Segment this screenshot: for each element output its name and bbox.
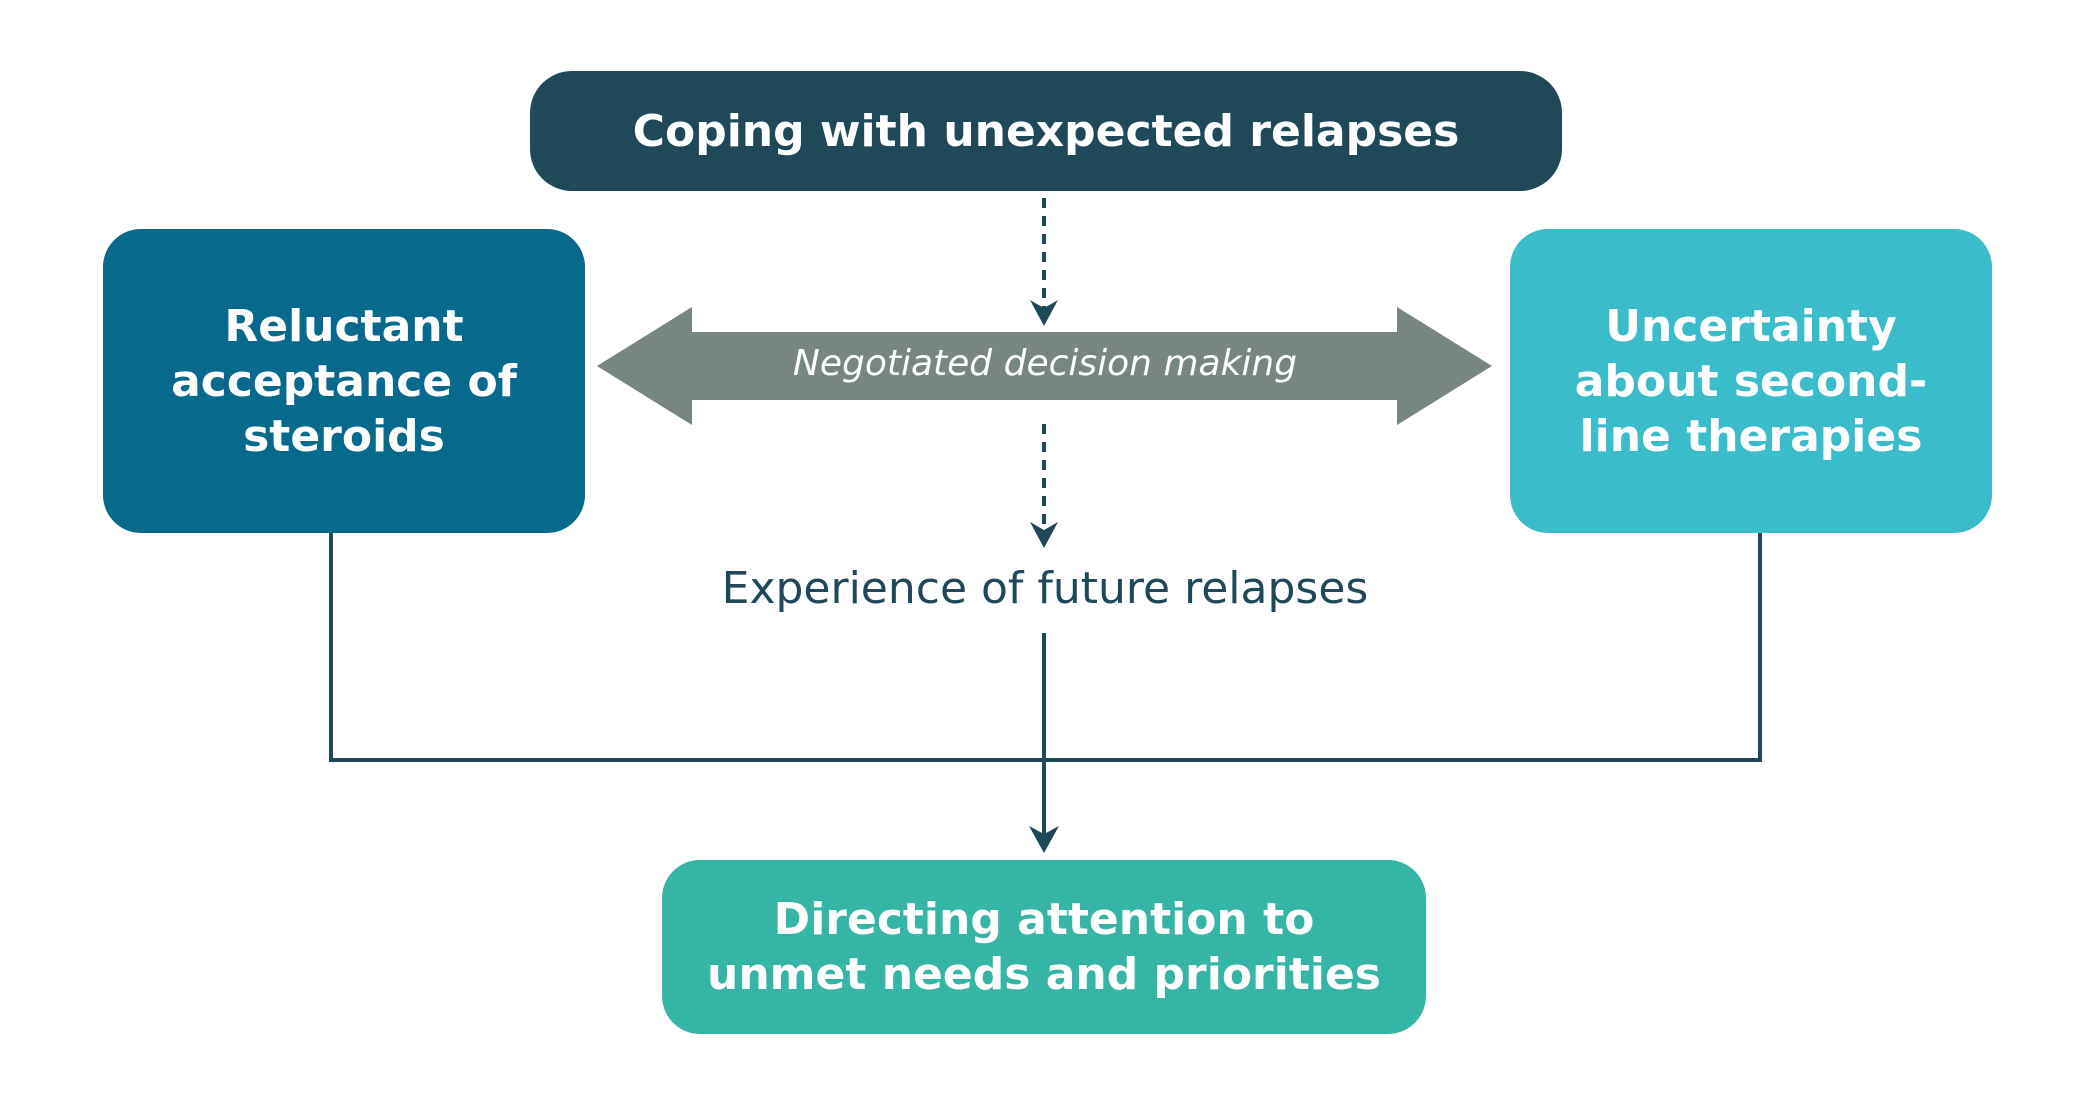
uncertainty-second-line-box: Uncertainty about second-line therapies: [1510, 229, 1992, 533]
directing-attention-box: Directing attention to unmet needs and p…: [662, 860, 1426, 1034]
future-relapses-label: Experience of future relapses: [721, 562, 1369, 614]
coping-with-relapses-label: Coping with unexpected relapses: [632, 105, 1460, 157]
left-connector-line: [329, 533, 1044, 762]
right-connector-line: [1044, 533, 1762, 762]
dashed-arrow-top-head: [1030, 300, 1058, 326]
directing-attention-label: Directing attention to unmet needs and p…: [707, 894, 1381, 1000]
uncertainty-second-line-label: Uncertainty about second-line therapies: [1574, 300, 1928, 462]
negotiated-double-arrow: [597, 307, 1492, 425]
negotiated-decision-label: Negotiated decision making: [792, 342, 1298, 384]
reluctant-acceptance-box: Reluctant acceptance of steroids: [103, 229, 585, 533]
coping-with-relapses-box: Coping with unexpected relapses: [530, 71, 1562, 191]
reluctant-acceptance-label: Reluctant acceptance of steroids: [171, 300, 517, 462]
dashed-arrow-middle-head: [1030, 522, 1058, 548]
bottom-arrow-head: [1029, 826, 1059, 853]
